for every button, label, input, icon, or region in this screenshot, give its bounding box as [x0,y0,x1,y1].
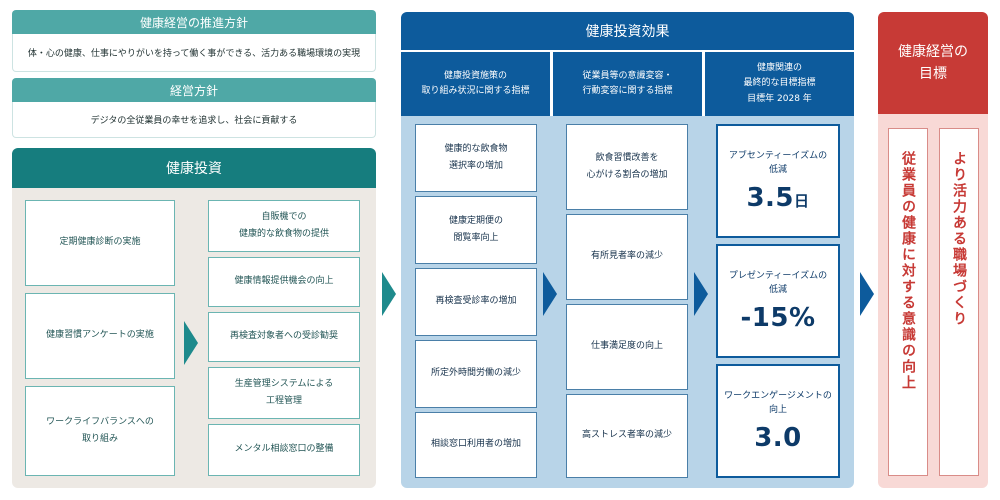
investment-right-item: 健康情報提供機会の向上 [208,257,360,307]
effect-col1-item: 健康的な飲食物 選択率の増加 [415,124,537,192]
effect-title: 健康投資効果 [401,12,854,50]
management-title: 経営方針 [12,78,376,102]
effect-col2-item: 仕事満足度の向上 [566,304,688,390]
kpi-card: ワークエンゲージメントの 向上 3.0 [716,364,840,478]
effect-col1-item: 所定外時間労働の減少 [415,340,537,408]
arrow-right-icon [382,272,396,316]
arrow-right-icon [184,321,198,365]
effect-col2-item: 有所見者率の減少 [566,214,688,300]
goal-title: 健康経営の 目標 [878,12,988,114]
effect-col1-item: 相談窓口利用者の増加 [415,412,537,478]
investment-right-item: メンタル相談窓口の整備 [208,424,360,476]
kpi-value: -15% [740,303,815,333]
effect-col2-item: 高ストレス者率の減少 [566,394,688,478]
arrow-right-icon [694,272,708,316]
effect-col1-header: 健康投資施策の 取り組み状況に関する指標 [401,52,550,116]
effect-col1-item: 健康定期便の 閲覧率向上 [415,196,537,264]
goal-item: 従業員の健康に対する意識の向上 [888,128,928,476]
effect-col2-item: 飲食習慣改善を 心がける割合の増加 [566,124,688,210]
investment-left-item: 健康習慣アンケートの実施 [25,293,175,379]
kpi-label: プレゼンティーイズムの 低減 [728,270,828,295]
investment-right-item: 生産管理システムによる 工程管理 [208,367,360,419]
investment-left-item: ワークライフバランスへの 取り組み [25,386,175,476]
kpi-number: -15% [740,303,816,334]
investment-title: 健康投資 [12,148,376,188]
kpi-card: アブセンティーイズムの 低減 3.5日 [716,124,840,238]
kpi-value: 3.5日 [746,183,809,213]
effect-col1-item: 再検査受診率の増加 [415,268,537,336]
investment-right-item: 再検査対象者への受診勧奨 [208,312,360,362]
kpi-label: ワークエンゲージメントの 向上 [724,390,832,415]
policy-text: 体・心の健康、仕事にやりがいを持って働く事ができる、活力ある職場環境の実現 [12,34,376,72]
arrow-right-icon [860,272,874,316]
kpi-unit: 日 [794,192,810,211]
goal-item: より活力ある職場づくり [939,128,979,476]
kpi-label: アブセンティーイズムの 低減 [728,150,828,175]
investment-left-item: 定期健康診断の実施 [25,200,175,286]
effect-col3-header: 健康関連の 最終的な目標指標 目標年 2028 年 [705,52,854,116]
kpi-number: 3.5 [746,183,795,214]
kpi-value: 3.0 [754,423,802,453]
kpi-number: 3.0 [754,423,802,454]
kpi-card: プレゼンティーイズムの 低減 -15% [716,244,840,358]
policy-title: 健康経営の推進方針 [12,10,376,34]
arrow-right-icon [543,272,557,316]
effect-col2-header: 従業員等の意識変容・ 行動変容に関する指標 [553,52,702,116]
investment-right-item: 自販機での 健康的な飲食物の提供 [208,200,360,252]
management-text: デジタの全従業員の幸せを追求し、社会に貢献する [12,102,376,138]
